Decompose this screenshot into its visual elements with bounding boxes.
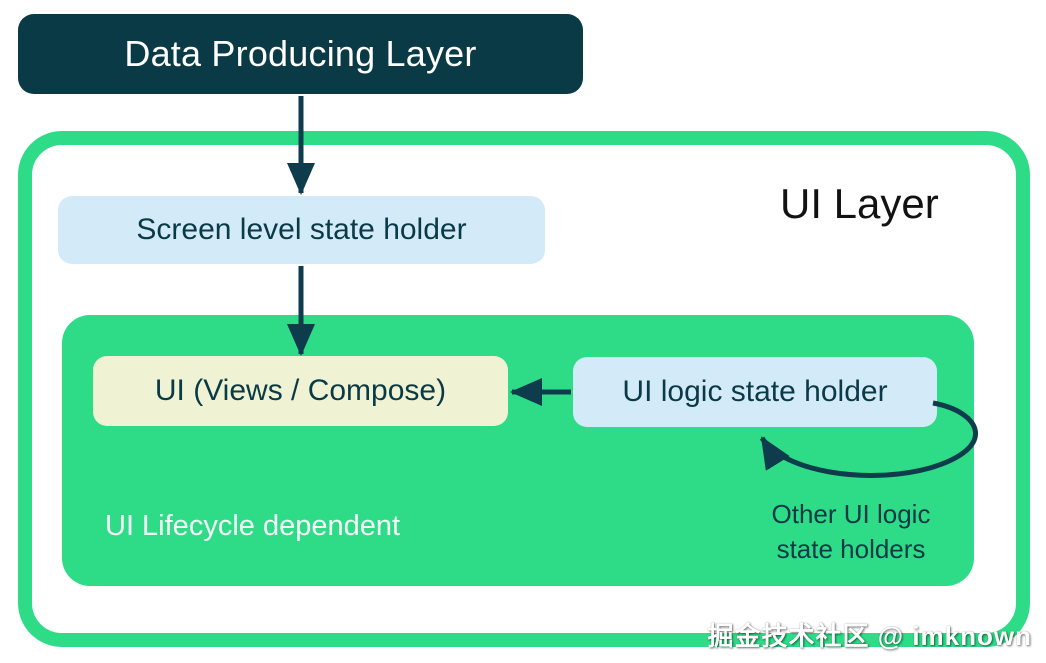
other-ui-logic-state-holders-label: Other UI logic state holders xyxy=(771,499,931,564)
ui-views-compose-box: UI (Views / Compose) xyxy=(93,356,508,426)
ui-logic-state-holder-label: UI logic state holder xyxy=(622,375,888,408)
screen-level-state-holder-label: Screen level state holder xyxy=(136,213,467,246)
data-producing-layer-box: Data Producing Layer xyxy=(18,14,583,94)
screen-level-state-holder-box: Screen level state holder xyxy=(58,196,545,264)
ui-logic-state-holder-box: UI logic state holder xyxy=(573,357,937,427)
ui-layer-title: UI Layer xyxy=(780,180,939,227)
data-producing-layer-label: Data Producing Layer xyxy=(124,33,477,74)
watermark: 掘金技术社区 @ imknown xyxy=(707,621,1032,651)
ui-views-compose-label: UI (Views / Compose) xyxy=(154,374,447,407)
ui-lifecycle-dependent-label: UI Lifecycle dependent xyxy=(105,510,401,542)
